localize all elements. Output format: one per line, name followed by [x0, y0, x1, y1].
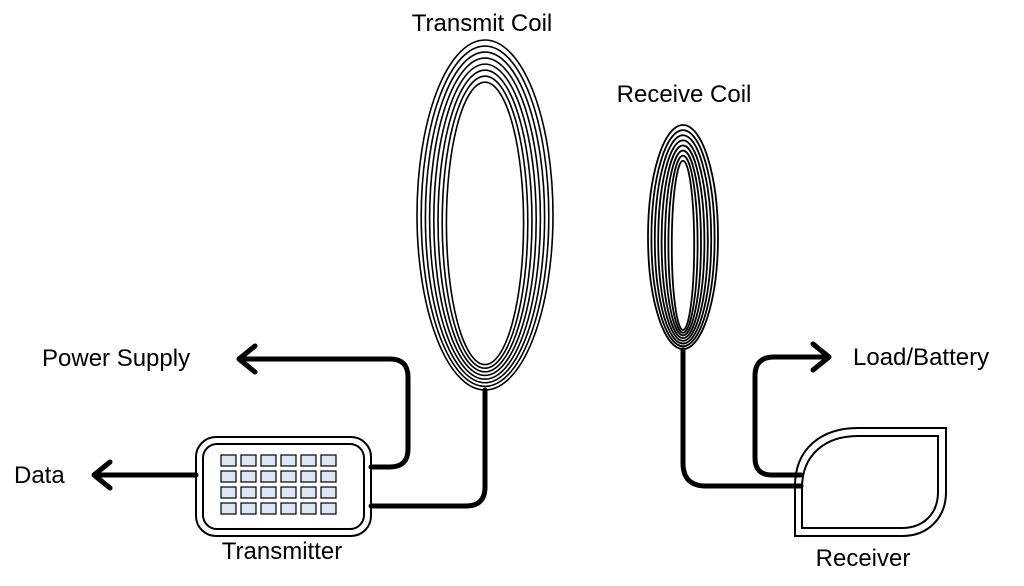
receive-coil [647, 124, 719, 350]
keypad-key [280, 502, 297, 515]
keypad-key [300, 470, 317, 483]
transmit-coil-label: Transmit Coil [412, 10, 552, 37]
keypad-key [240, 486, 257, 499]
keypad-key [280, 486, 297, 499]
keypad-key [260, 454, 277, 467]
receive-coil-lead [680, 347, 804, 489]
data-arrowhead [91, 459, 113, 491]
receiver-device [794, 427, 947, 537]
keypad-key [300, 454, 317, 467]
tx-coil-turn [432, 63, 537, 377]
load-battery-wire [752, 354, 829, 478]
transmit-coil-lead [368, 387, 488, 509]
keypad-key [220, 486, 237, 499]
keypad-key [320, 454, 337, 467]
transmitter-device [195, 436, 372, 537]
rx-coil-turn [657, 139, 709, 342]
transmitter-label: Transmitter [222, 538, 342, 565]
rx-coil-turn [664, 149, 702, 337]
rx-coil-turn [653, 134, 713, 345]
transmit-coil [416, 39, 554, 391]
keypad-key [240, 502, 257, 515]
keypad-key [320, 486, 337, 499]
transmitter-keypad [220, 454, 337, 515]
power-supply-wire [237, 356, 411, 470]
keypad-key [320, 470, 337, 483]
power-supply-label: Power Supply [42, 345, 190, 372]
keypad-key [280, 454, 297, 467]
data-label: Data [14, 462, 65, 489]
rx-coil-turn [660, 144, 706, 340]
keypad-key [260, 502, 277, 515]
keypad-key [220, 502, 237, 515]
tx-coil-turn [424, 51, 546, 384]
keypad-key [240, 454, 257, 467]
keypad-key [300, 486, 317, 499]
tx-coil-turn [420, 45, 550, 388]
keypad-key [220, 454, 237, 467]
receive-coil-label: Receive Coil [617, 81, 752, 108]
rx-coil-turn [670, 159, 696, 331]
power-supply-arrowhead [236, 343, 258, 375]
keypad-key [320, 502, 337, 515]
keypad-key [260, 470, 277, 483]
load-battery-arrowhead [810, 341, 832, 373]
load-battery-label: Load/Battery [853, 344, 989, 371]
keypad-key [220, 470, 237, 483]
tx-coil-turn [428, 57, 542, 380]
receiver-label: Receiver [816, 545, 911, 572]
tx-coil-turn [437, 69, 533, 373]
tx-coil-turn [445, 81, 525, 366]
tx-coil-turn [441, 75, 529, 370]
keypad-key [260, 486, 277, 499]
rx-coil-turn [650, 129, 716, 348]
keypad-key [280, 470, 297, 483]
rx-coil-turn [667, 154, 699, 334]
keypad-key [300, 502, 317, 515]
keypad-key [240, 470, 257, 483]
